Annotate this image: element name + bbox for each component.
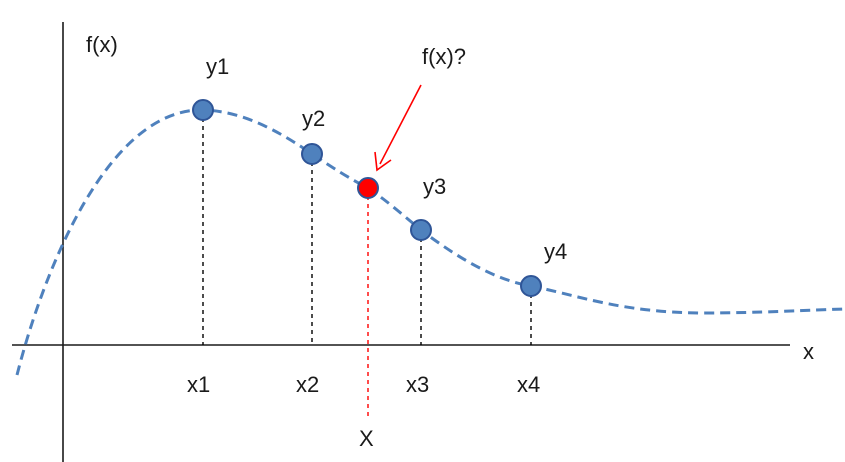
data-point-3 <box>410 219 432 241</box>
x-axis-label: x <box>803 339 814 364</box>
query-arrow <box>374 84 422 172</box>
query-x-label: X <box>359 426 374 451</box>
point-x-label-1: x1 <box>187 372 210 397</box>
point-y-label-1: y1 <box>206 54 229 79</box>
interpolation-curve <box>15 108 845 376</box>
data-point-4 <box>520 275 542 297</box>
query-point <box>357 177 379 199</box>
data-point-2 <box>301 143 323 165</box>
point-y-label-4: y4 <box>544 239 567 264</box>
data-point-1 <box>192 99 214 121</box>
point-x-label-2: x2 <box>296 372 319 397</box>
y-axis-label: f(x) <box>86 32 118 57</box>
point-y-label-2: y2 <box>302 106 325 131</box>
point-x-label-3: x3 <box>406 372 429 397</box>
query-value-label: f(x)? <box>422 44 466 69</box>
point-x-label-4: x4 <box>517 372 540 397</box>
point-y-label-3: y3 <box>423 174 446 199</box>
